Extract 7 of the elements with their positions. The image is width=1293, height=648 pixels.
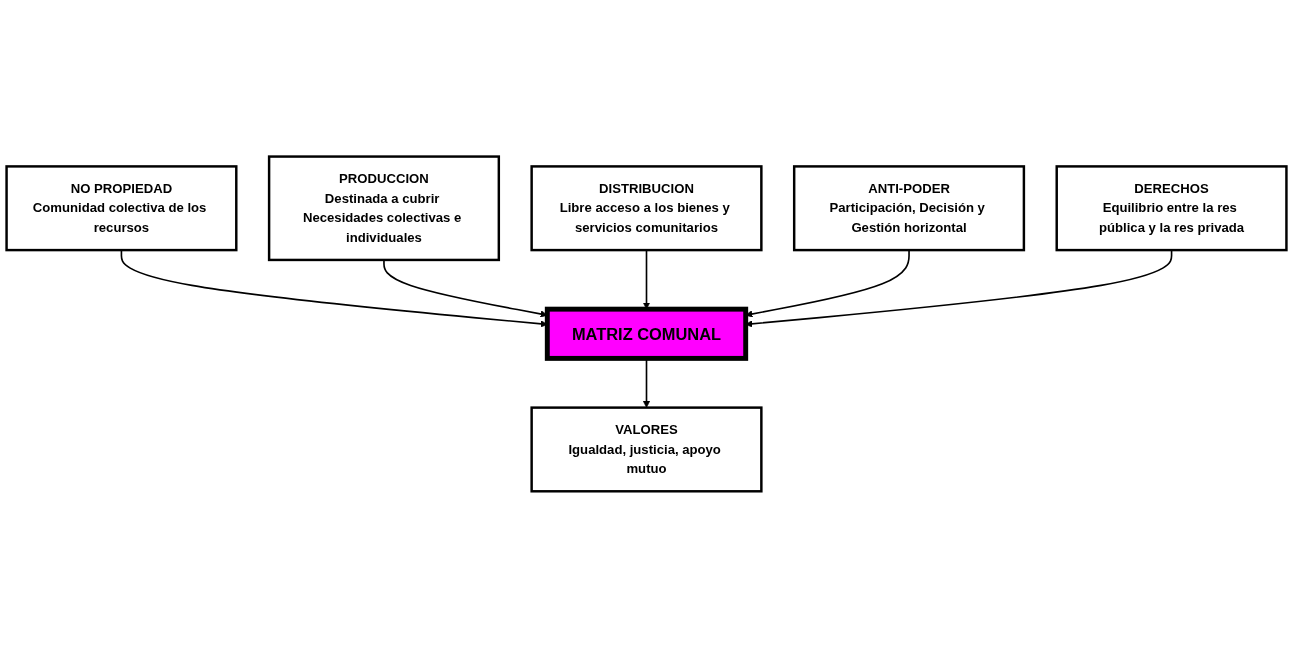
node-box: ANTI-PODER Participación, Decisión y Gestión horizontal (792, 165, 1026, 252)
node-box: NO PROPIEDAD Comunidad colectiva de los recursos (5, 165, 238, 252)
node-box: VALORES Igualdad, justicia, apoyo mutuo (530, 406, 763, 493)
node-box: PRODUCCION Destinada a cubrir Necesidades colectivas e individuales (267, 155, 501, 262)
node-box: MATRIZ COMUNAL (544, 306, 749, 361)
node-box: DERECHOS Equilibrio entre la res pública y la res privada (1055, 165, 1288, 252)
node-box: DISTRIBUCION Libre acceso a los bienes y servicios comunitarios (530, 165, 763, 252)
